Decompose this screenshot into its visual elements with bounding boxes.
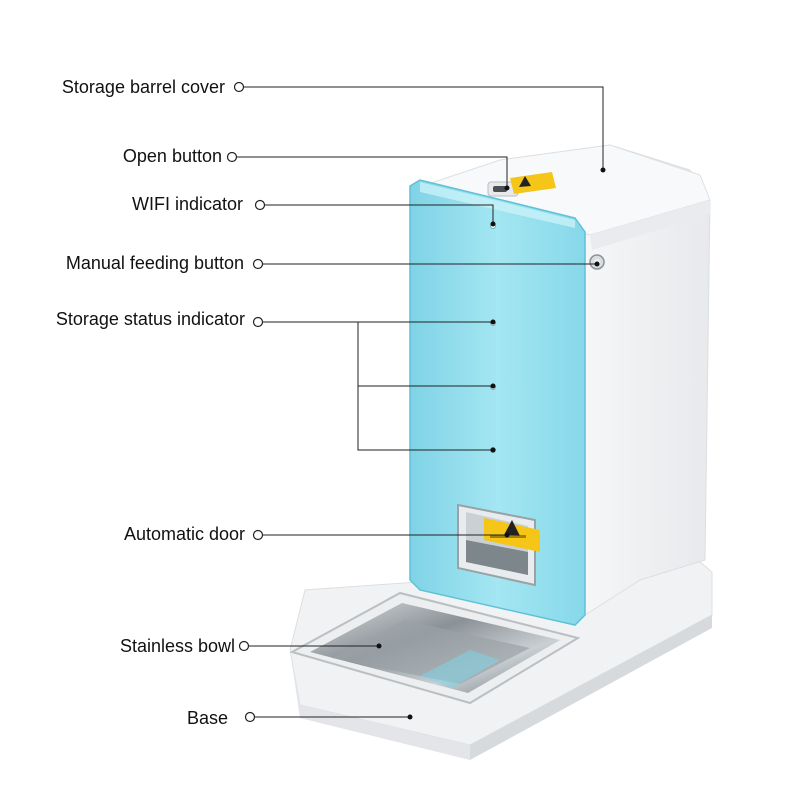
leader-start-circles (226, 81, 266, 723)
leader-status-branch (357, 322, 493, 451)
leader-storage-cover (244, 86, 604, 170)
label-base: Base (186, 708, 228, 728)
label-stainless-bowl: Stainless bowl (119, 636, 235, 656)
label-storage-barrel-cover: Storage barrel cover (61, 77, 225, 97)
label-automatic-door: Automatic door (123, 524, 245, 544)
label-open-button: Open button (122, 146, 222, 166)
leader-wifi (265, 204, 494, 224)
leader-end-dots (376, 167, 606, 720)
label-manual-feeding-button: Manual feeding button (65, 253, 244, 273)
stainless-bowl (289, 591, 581, 705)
storage-barrel-body (408, 144, 711, 616)
leader-open-button (237, 156, 508, 188)
label-storage-status-indicator: Storage status indicator (55, 309, 245, 329)
front-panel (409, 179, 586, 626)
label-wifi-indicator: WIFI indicator (131, 194, 243, 214)
warning-tag-top (510, 172, 556, 194)
leader-lines (237, 86, 604, 718)
open-button[interactable] (487, 181, 519, 197)
